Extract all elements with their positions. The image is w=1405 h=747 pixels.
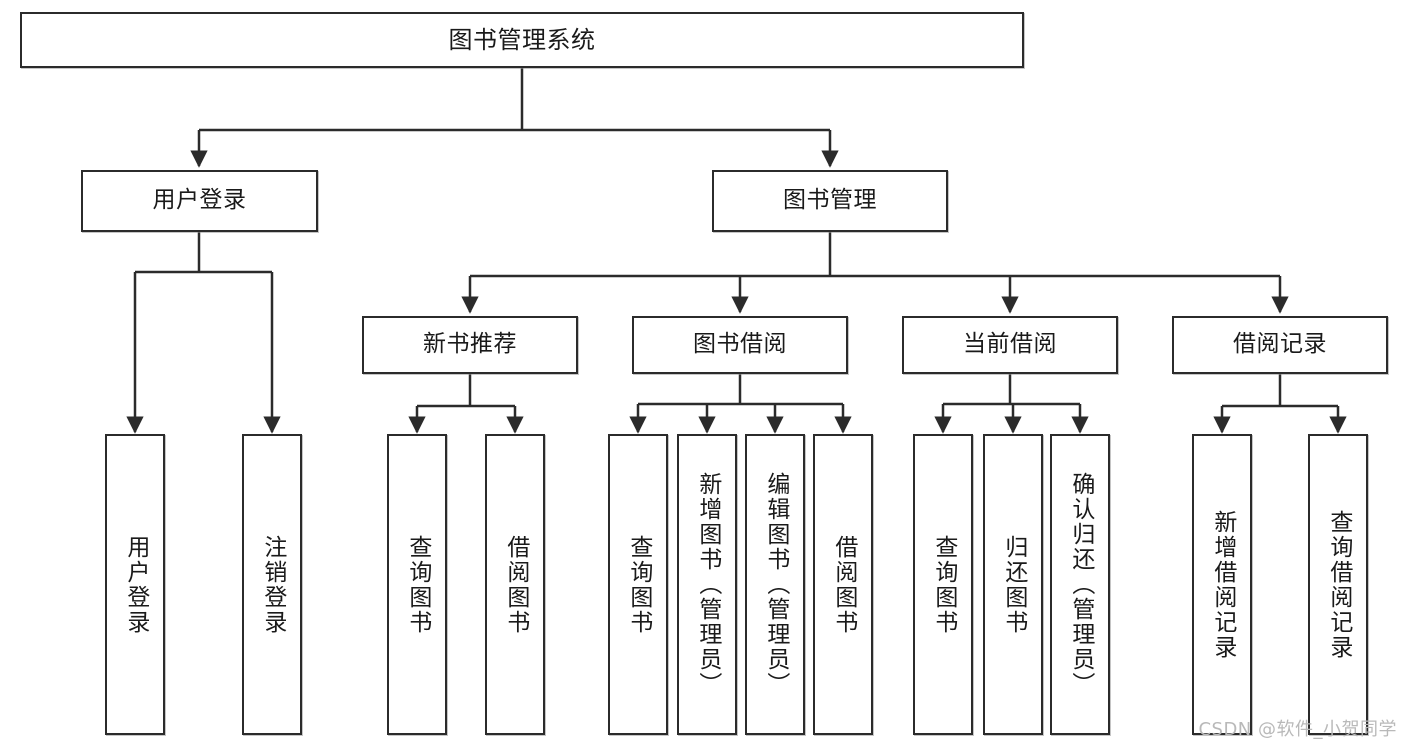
leaf-add-book-label: 新增图书（管理员） bbox=[694, 472, 721, 697]
leaf-return-book-label: 归还图书 bbox=[1000, 534, 1027, 635]
leaf-add-record[interactable]: 新增借阅记录 bbox=[1192, 434, 1252, 735]
node-new-book-recommend-label: 新书推荐 bbox=[423, 331, 517, 358]
node-root[interactable]: 图书管理系统 bbox=[20, 12, 1024, 68]
leaf-query-record-label: 查询借阅记录 bbox=[1325, 509, 1352, 660]
leaf-add-record-label: 新增借阅记录 bbox=[1209, 509, 1236, 660]
node-borrow-record[interactable]: 借阅记录 bbox=[1172, 316, 1388, 374]
leaf-add-book[interactable]: 新增图书（管理员） bbox=[677, 434, 737, 735]
leaf-borrow-book-1[interactable]: 借阅图书 bbox=[485, 434, 545, 735]
leaf-query-book-2-label: 查询图书 bbox=[625, 534, 652, 635]
node-user-login[interactable]: 用户登录 bbox=[81, 170, 318, 232]
node-book-management-label: 图书管理 bbox=[783, 187, 877, 214]
leaf-query-record[interactable]: 查询借阅记录 bbox=[1308, 434, 1368, 735]
node-user-login-label: 用户登录 bbox=[152, 187, 247, 214]
leaf-logout-login[interactable]: 注销登录 bbox=[242, 434, 302, 735]
node-current-borrow-label: 当前借阅 bbox=[963, 331, 1057, 358]
node-book-management[interactable]: 图书管理 bbox=[712, 170, 948, 232]
leaf-query-book-3[interactable]: 查询图书 bbox=[913, 434, 973, 735]
leaf-logout-login-label: 注销登录 bbox=[259, 534, 286, 635]
leaf-borrow-book-1-label: 借阅图书 bbox=[502, 534, 529, 635]
node-borrow-record-label: 借阅记录 bbox=[1233, 331, 1327, 358]
node-book-borrow-label: 图书借阅 bbox=[693, 331, 787, 358]
node-root-label: 图书管理系统 bbox=[448, 25, 596, 54]
node-book-borrow[interactable]: 图书借阅 bbox=[632, 316, 848, 374]
leaf-confirm-return-label: 确认归还（管理员） bbox=[1067, 472, 1094, 697]
node-new-book-recommend[interactable]: 新书推荐 bbox=[362, 316, 578, 374]
leaf-edit-book[interactable]: 编辑图书（管理员） bbox=[745, 434, 805, 735]
leaf-query-book-3-label: 查询图书 bbox=[930, 534, 957, 635]
leaf-confirm-return[interactable]: 确认归还（管理员） bbox=[1050, 434, 1110, 735]
leaf-query-book-1-label: 查询图书 bbox=[404, 534, 431, 635]
leaf-query-book-1[interactable]: 查询图书 bbox=[387, 434, 447, 735]
leaf-borrow-book-2[interactable]: 借阅图书 bbox=[813, 434, 873, 735]
node-current-borrow[interactable]: 当前借阅 bbox=[902, 316, 1118, 374]
leaf-borrow-book-2-label: 借阅图书 bbox=[830, 534, 857, 635]
leaf-return-book[interactable]: 归还图书 bbox=[983, 434, 1043, 735]
leaf-user-login[interactable]: 用户登录 bbox=[105, 434, 165, 735]
leaf-edit-book-label: 编辑图书（管理员） bbox=[762, 472, 789, 697]
leaf-query-book-2[interactable]: 查询图书 bbox=[608, 434, 668, 735]
leaf-user-login-label: 用户登录 bbox=[122, 534, 149, 635]
